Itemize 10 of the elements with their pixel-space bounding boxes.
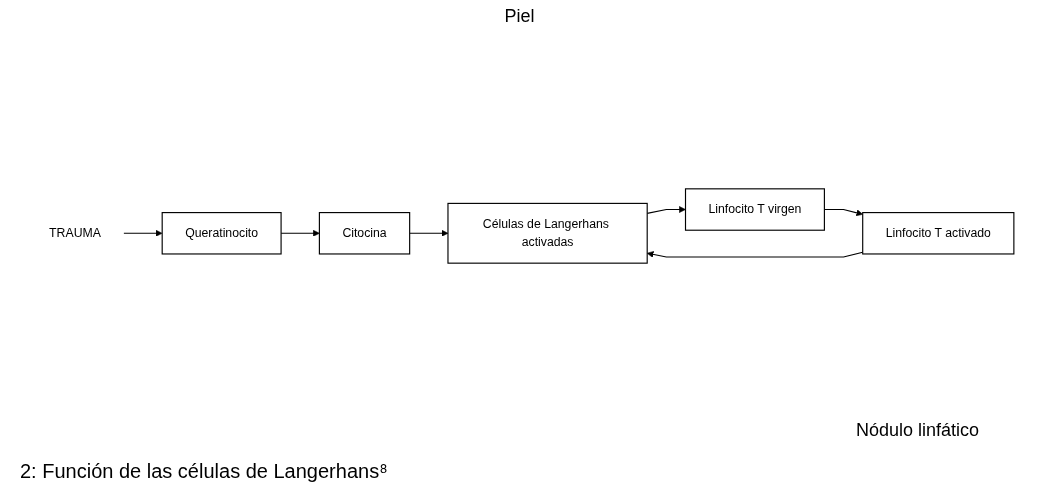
node-text: TRAUMA <box>49 226 101 240</box>
arrow <box>123 229 163 237</box>
node-box: Linfocito T activado <box>862 212 1015 255</box>
node-box: Células de Langerhans activadas <box>447 202 648 264</box>
section-label: Piel <box>503 6 536 27</box>
caption: 2: Función de las células de Langerhans⁸ <box>20 460 388 483</box>
node-box: Queratinocito <box>161 212 282 255</box>
node-box: Linfocito T virgen <box>684 188 825 231</box>
section-label: Nódulo linfático <box>855 420 979 441</box>
node-box: Citocina <box>318 212 411 255</box>
